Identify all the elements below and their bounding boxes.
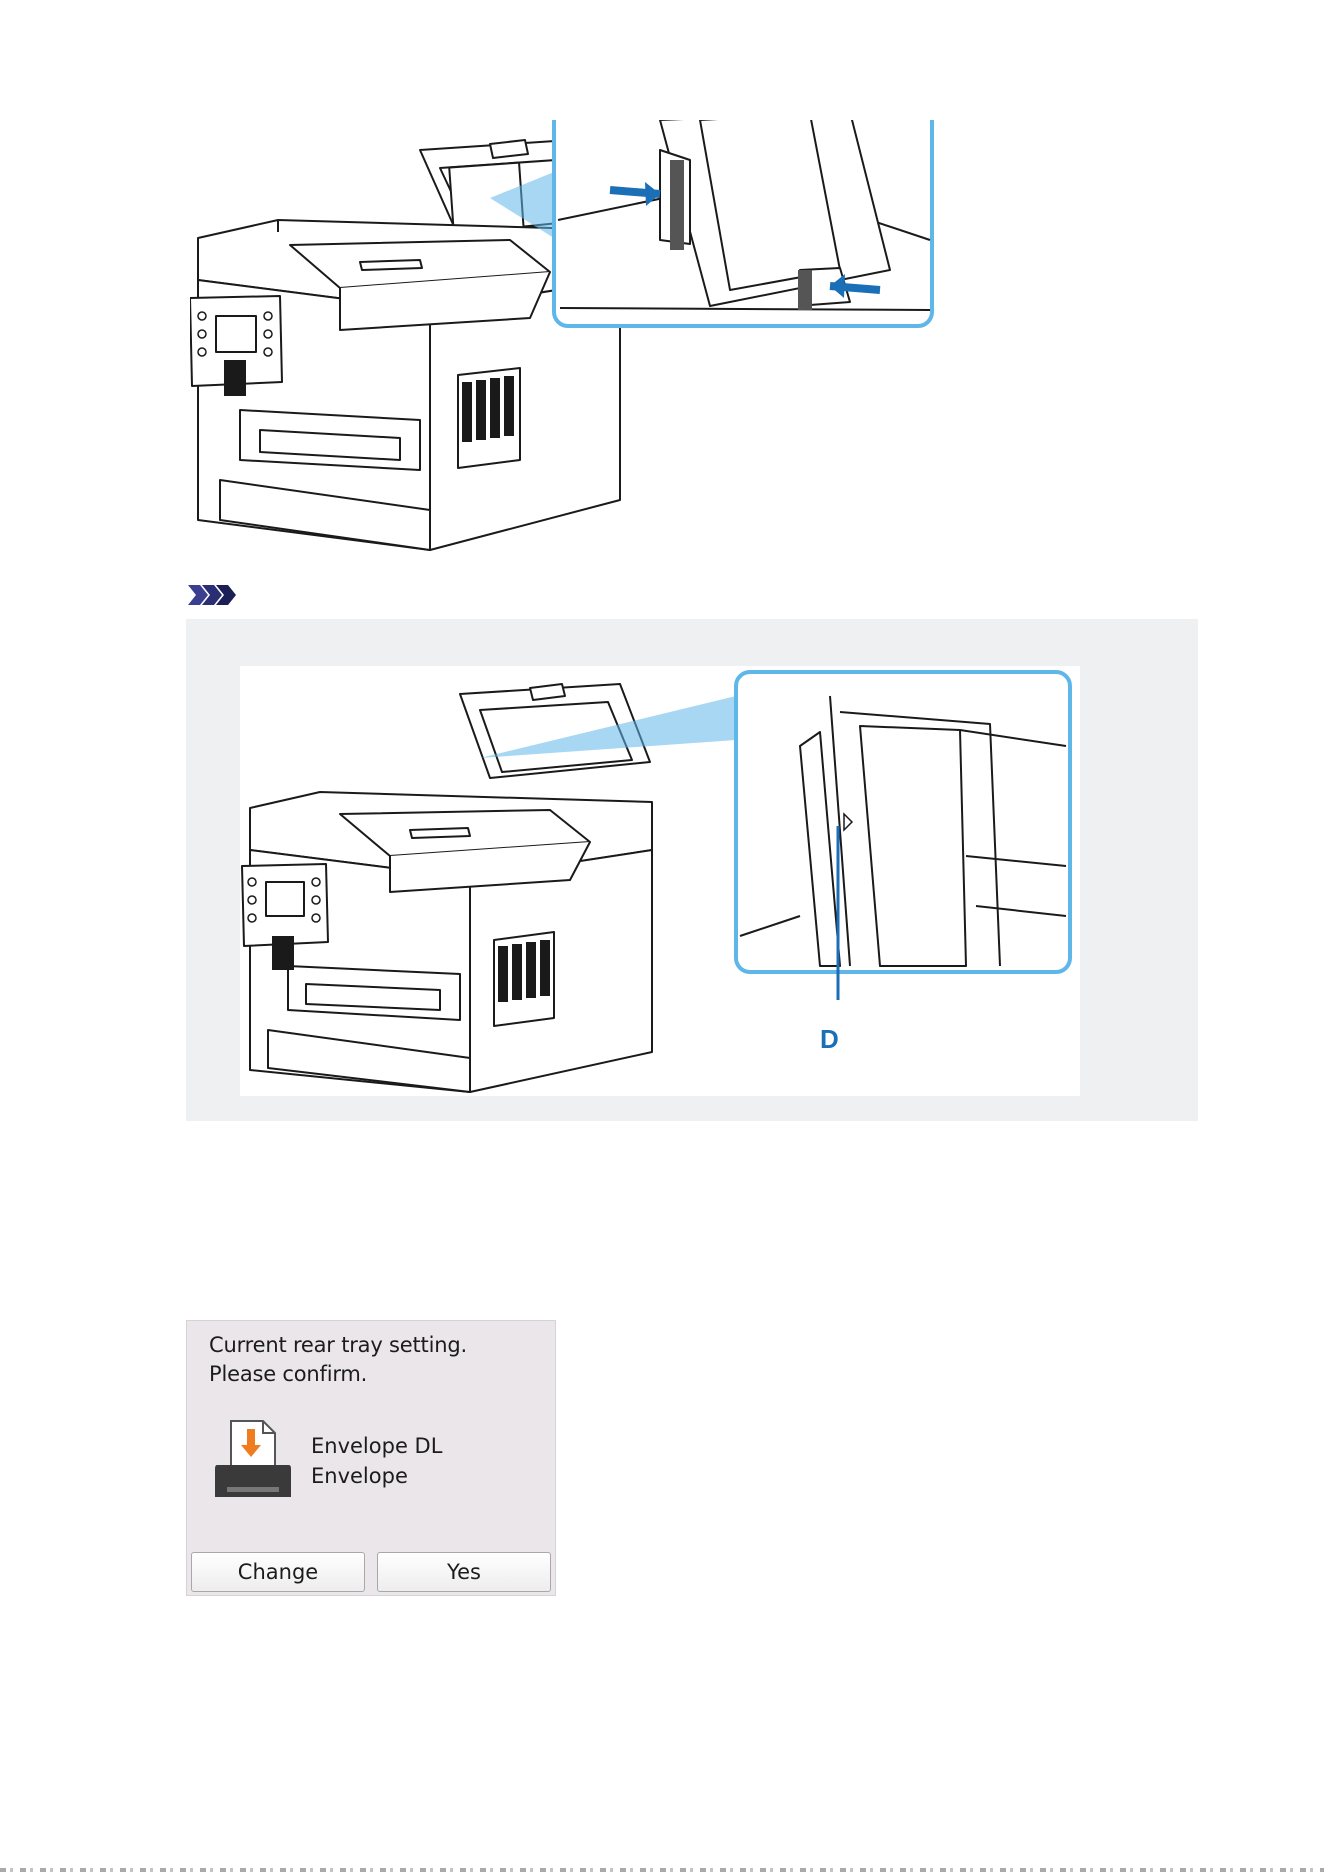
message-line-2: Please confirm. xyxy=(209,1362,367,1386)
yes-button[interactable]: Yes xyxy=(377,1552,551,1592)
printer-left-guide-mark-illustration xyxy=(240,666,1080,1096)
printer-paper-guide-illustration xyxy=(190,120,1130,560)
message-line-1: Current rear tray setting. xyxy=(209,1333,467,1357)
media-type-value: Envelope xyxy=(311,1464,408,1488)
paper-size-value: Envelope DL xyxy=(311,1434,442,1458)
rear-tray-icon xyxy=(213,1417,293,1501)
rear-tray-confirm-screen: Current rear tray setting. Please confir… xyxy=(186,1320,556,1596)
page-bottom-edge xyxy=(0,1868,1324,1872)
change-button[interactable]: Change xyxy=(191,1552,365,1592)
callout-label-d: D xyxy=(820,1026,839,1052)
note-icon xyxy=(186,583,240,607)
